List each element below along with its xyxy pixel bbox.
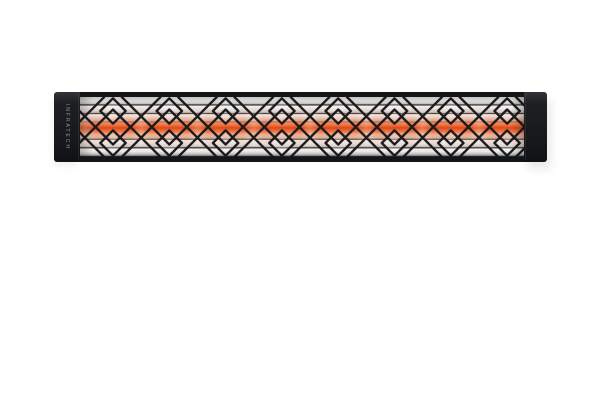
grille-graphic [80, 92, 524, 162]
left-end-shading [80, 97, 93, 157]
left-cap-edge-highlight [78, 94, 79, 160]
bottom-frame-bar [80, 157, 524, 162]
brand-label: INFRATECH [64, 103, 70, 151]
top-inner-shadow [80, 97, 524, 102]
heater-left-end-cap: INFRATECH [54, 92, 80, 162]
diamond-lattice-overlay [80, 97, 524, 157]
bottom-inner-shadow [80, 152, 524, 157]
heater-grille [80, 92, 524, 162]
heater-right-end-cap [524, 92, 547, 162]
infrared-heater: INFRATECH [54, 92, 547, 162]
top-frame-bar [80, 92, 524, 97]
right-end-shading [511, 97, 524, 157]
right-cap-edge-highlight [525, 94, 526, 160]
